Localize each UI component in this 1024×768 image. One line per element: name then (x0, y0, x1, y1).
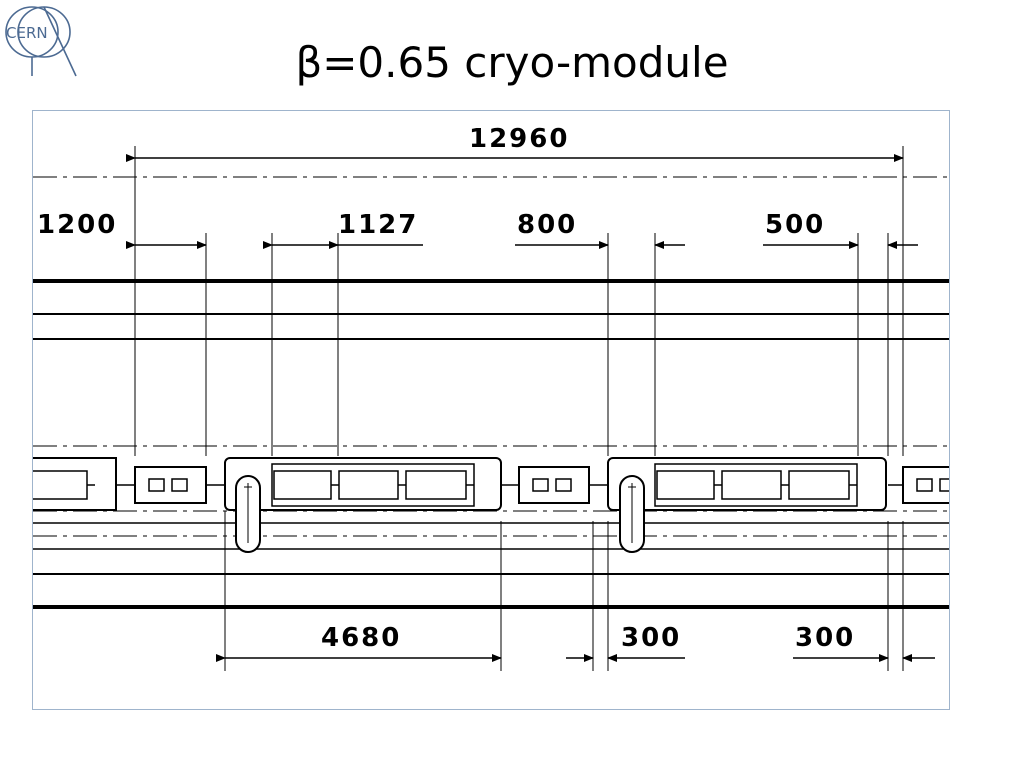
extension-lines (134, 146, 904, 671)
beam-lines (33, 279, 949, 609)
dim-label-800: 800 (517, 210, 577, 240)
quadrupole-1 (116, 466, 225, 504)
dim-label-1127: 1127 (338, 210, 418, 240)
dim-label-300b: 300 (795, 623, 855, 653)
dim-label-4680: 4680 (321, 623, 401, 653)
slide-title: β=0.65 cryo-module (295, 38, 729, 87)
schematic-svg: 12960 1200 1127 800 500 4680 300 300 (33, 124, 949, 671)
quadrupole-2 (501, 466, 608, 504)
dim-label-500: 500 (765, 210, 825, 240)
support-post-1 (235, 475, 261, 553)
cryo-module-drawing: 12960 1200 1127 800 500 4680 300 300 (32, 110, 950, 710)
cryostat-partial-left (33, 457, 117, 511)
cern-logo-text: CERN (6, 24, 48, 42)
dim-label-12960: 12960 (469, 124, 569, 154)
dim-label-300a: 300 (621, 623, 681, 653)
cern-logo: CERN (5, 6, 77, 77)
dimension-arrows (126, 154, 935, 662)
dim-label-1200: 1200 (37, 210, 117, 240)
cryostat-1 (224, 457, 502, 511)
quadrupole-3 (888, 466, 949, 504)
support-post-2 (619, 475, 645, 553)
cryostat-2 (607, 457, 887, 511)
